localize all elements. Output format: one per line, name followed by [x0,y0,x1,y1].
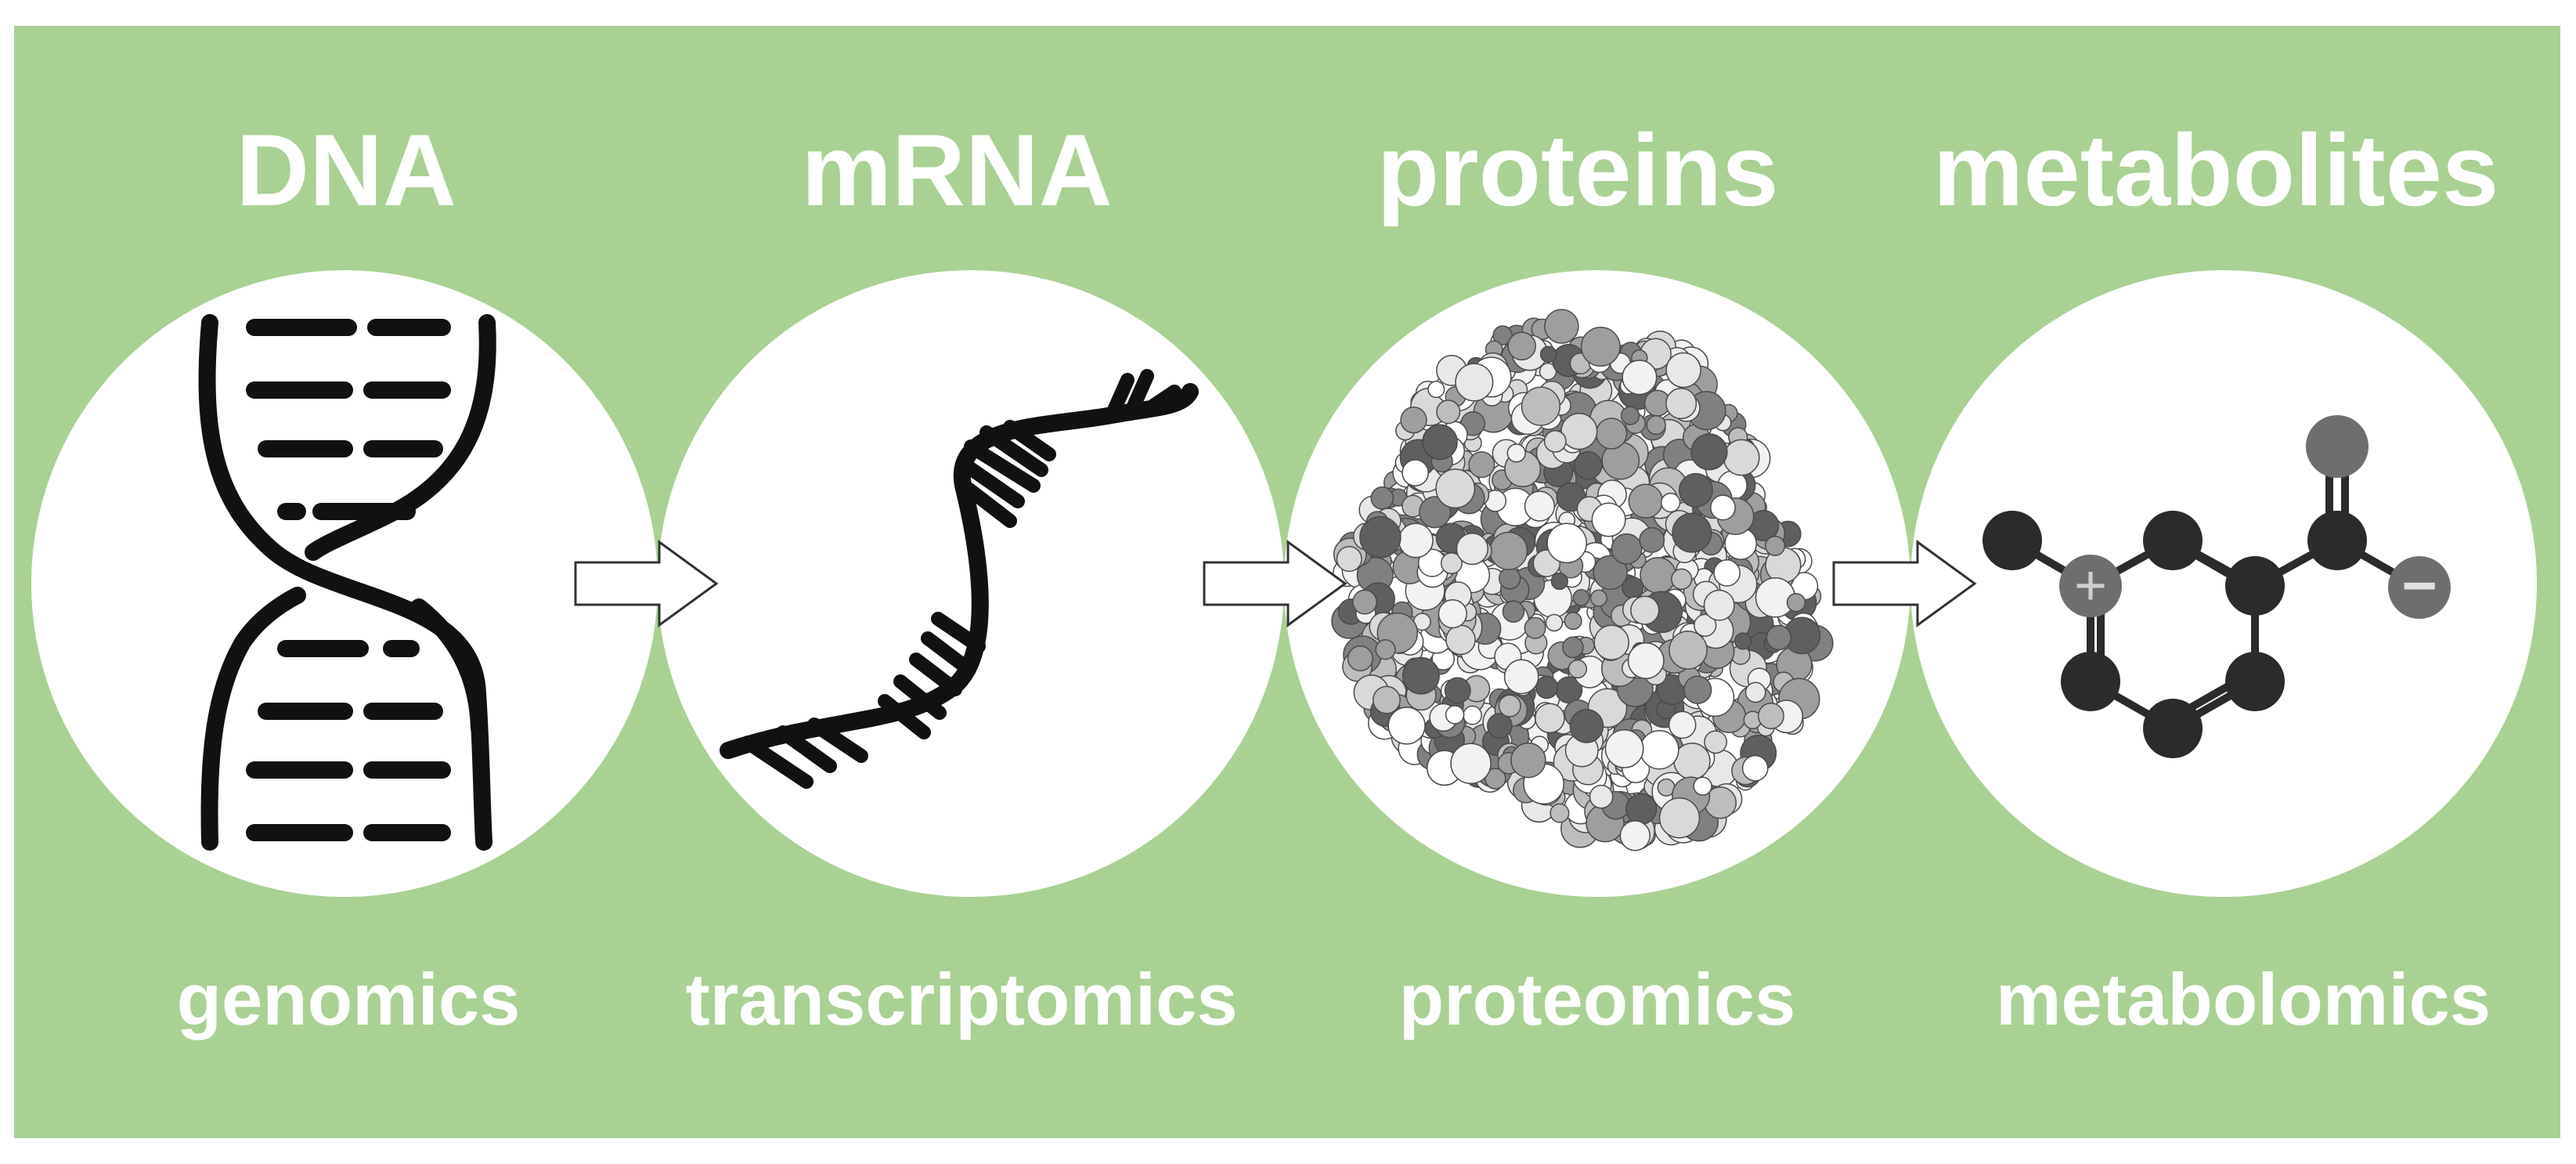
protein-molecule-icon [1331,309,1834,851]
right-arrow-icon [574,540,719,627]
right-arrow-icon [1832,540,1977,627]
metabolite-molecule-icon: + − [1983,415,2451,758]
right-arrow-icon [1203,540,1348,627]
stage-title-proteins: proteins [1377,113,1779,227]
stage-title-mrna: mRNA [801,113,1112,227]
dna-double-helix-icon [198,314,496,851]
stage-label-genomics: genomics [177,958,521,1040]
stage-label-metabolomics: metabolomics [1996,958,2491,1040]
stage-title-dna: DNA [236,113,456,227]
stage-title-metabolites: metabolites [1933,113,2498,227]
stage-label-transcriptomics: transcriptomics [685,958,1237,1040]
mrna-strand-icon [720,369,1199,789]
positive-charge-label: + [2074,555,2107,617]
stage-circle-metabolites [1910,270,2537,897]
stage-label-proteomics: proteomics [1399,958,1796,1040]
negative-charge-label: − [2401,551,2437,620]
